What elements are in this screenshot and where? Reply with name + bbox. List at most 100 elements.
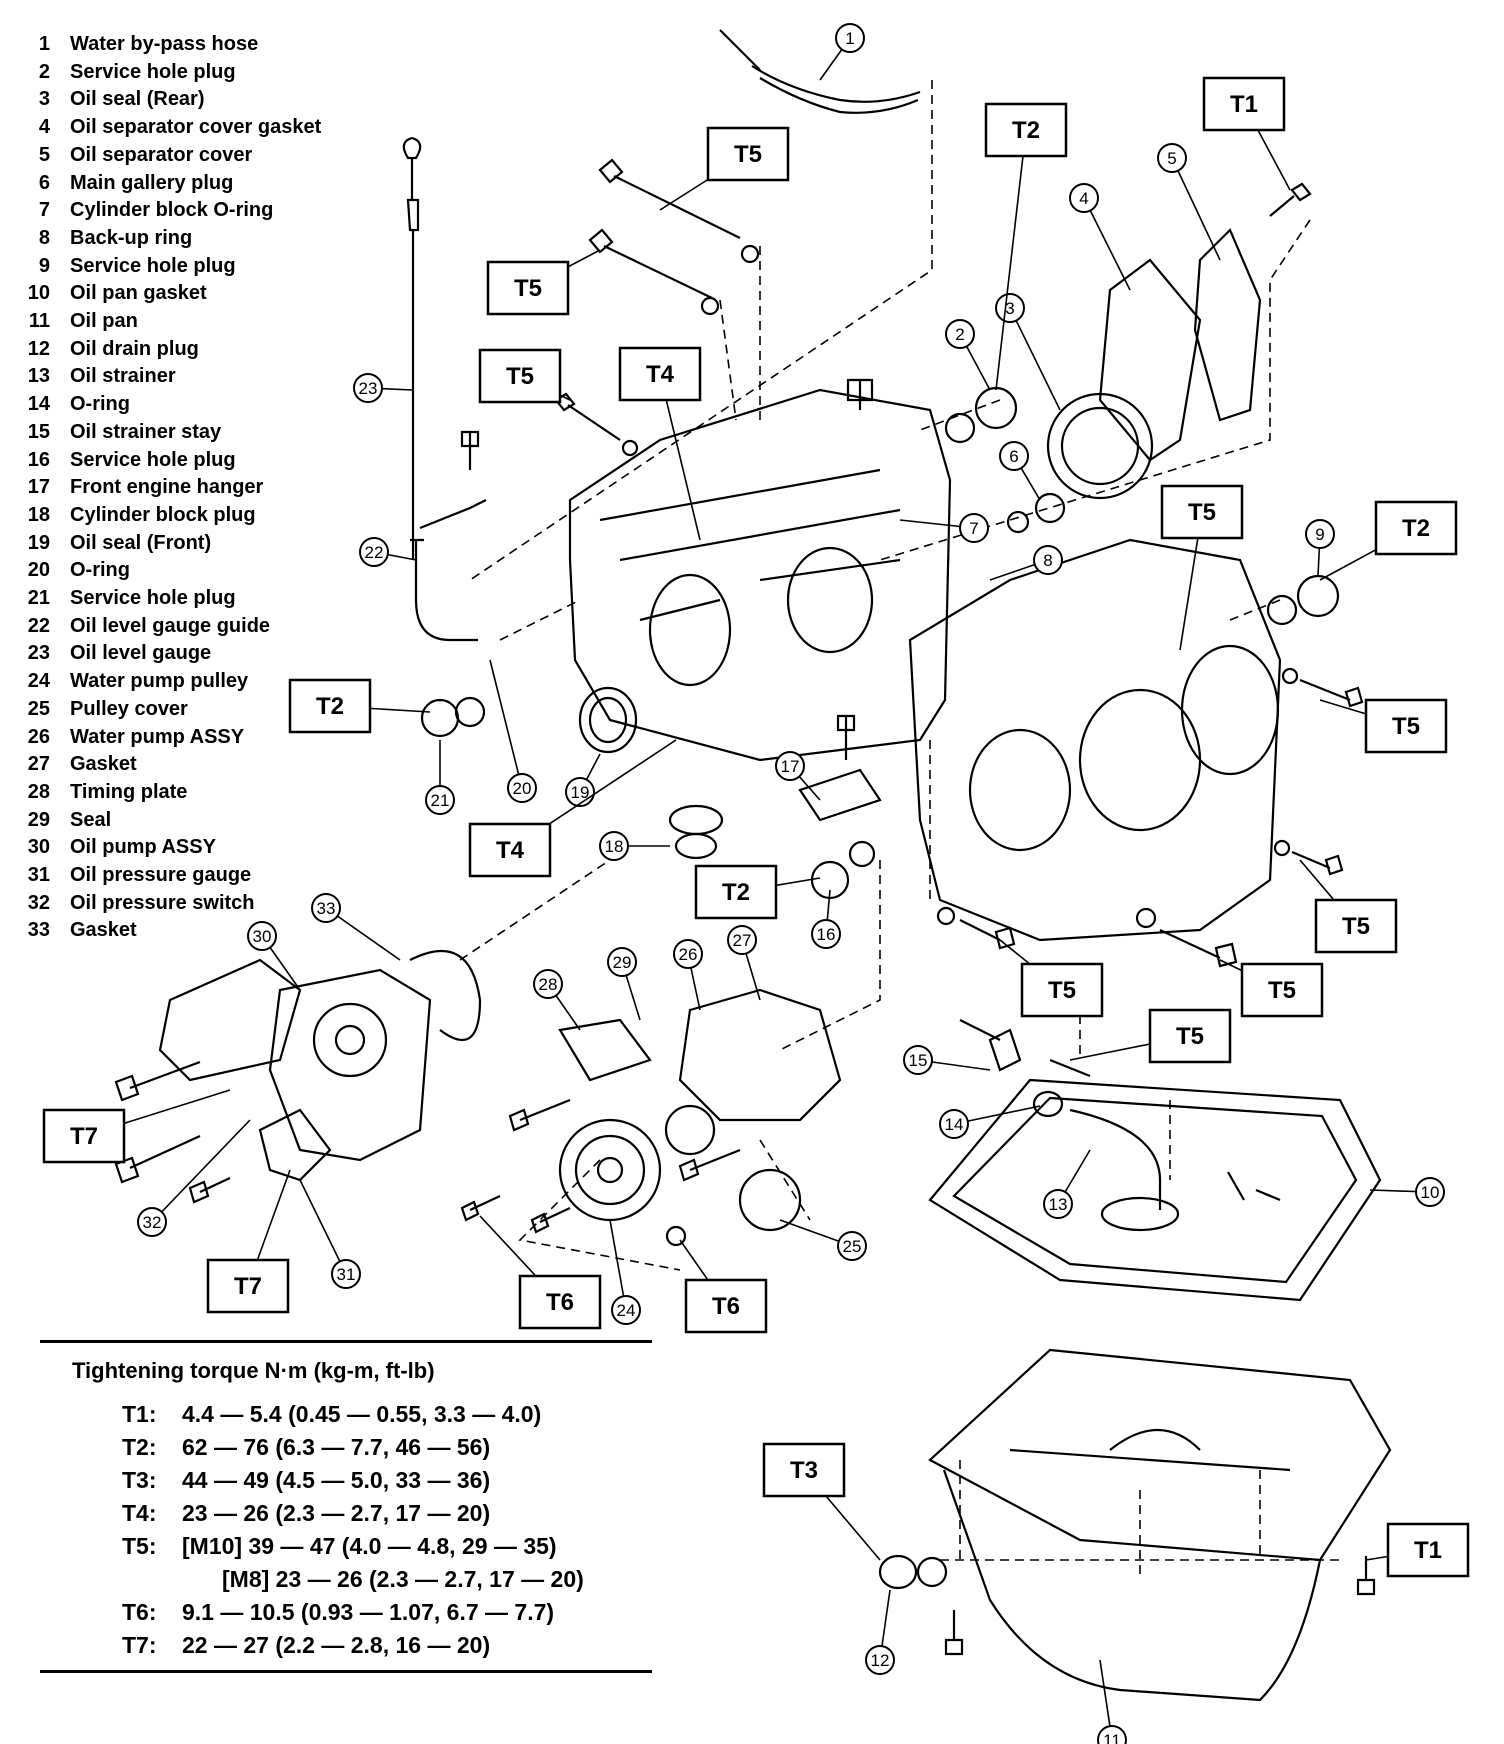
legend-part-name: Gasket [70,919,137,942]
torque-box-label: T5 [1342,913,1370,940]
part-callout: 31 [331,1259,361,1289]
callout-circle [311,893,341,923]
callout-number: 11 [1103,1731,1121,1744]
callout-circle [775,751,805,781]
callout-number: 18 [605,837,624,856]
legend-part-name: Service hole plug [70,587,236,609]
torque-box-label: T5 [734,141,762,168]
callout-circle [835,23,865,53]
torque-box-label: T2 [316,693,344,720]
torque-label-box: T1 [1202,76,1286,132]
callout-number: 15 [909,1051,928,1070]
callout-number: 13 [1049,1195,1068,1214]
torque-label-box: T2 [984,102,1068,158]
part-callout: 12 [865,1645,895,1675]
legend-part-name: Oil strainer [70,365,176,388]
callout-number: 24 [617,1301,636,1320]
torque-box-frame [206,1258,290,1314]
torque-label-box: T2 [288,678,372,734]
torque-value: 9.1 — 10.5 (0.93 — 1.07, 6.7 — 7.7) [182,1599,555,1625]
torque-box-frame [984,102,1068,158]
part-callout: 5 [1157,143,1187,173]
callout-circle [607,947,637,977]
legend-number: 12 [27,337,50,360]
callout-circle [865,1645,895,1675]
legend-number: 32 [27,891,50,914]
legend-item: 12 Oil drain plug [22,335,199,363]
callout-circle [507,773,537,803]
callout-circle [331,1259,361,1289]
torque-value: 23 — 26 (2.3 — 2.7, 17 — 20) [182,1500,491,1526]
legend-part-name: Oil drain plug [70,337,199,360]
torque-box-frame [1314,898,1398,954]
legend-part-name: Front engine hanger [70,476,264,499]
torque-value: 4.4 — 5.4 (0.45 — 0.55, 3.3 — 4.0) [182,1401,542,1427]
legend-number: 13 [27,365,50,388]
legend-part-name: Oil seal (Front) [70,531,212,554]
legend-number: 31 [27,864,50,886]
torque-label-box: T4 [618,346,702,402]
legend-part-name: Oil level gauge guide [70,614,271,637]
torque-box-label: T4 [496,837,525,864]
callout-circle [247,921,277,951]
legend-part-name: Oil pressure gauge [70,864,252,886]
leader-line [1171,157,1221,261]
legend-number: 7 [38,199,50,222]
legend-number: 24 [27,670,50,693]
torque-box-label: T5 [1188,499,1216,526]
legend-number: 26 [27,725,50,748]
torque-code: T5: [122,1533,157,1559]
legend-number: 15 [27,420,50,443]
callout-circle [1069,183,1099,213]
torque-label-box: T5 [1240,962,1324,1018]
callout-number: 3 [1005,299,1014,318]
part-callout: 18 [599,831,629,861]
callout-number: 17 [781,757,800,776]
torque-value: [M10] 39 — 47 (4.0 — 4.8, 29 — 35) [182,1533,557,1559]
torque-code: T7: [122,1632,157,1658]
torque-box-label: T6 [712,1293,740,1320]
torque-table-heading: Tightening torque N·m (kg-m, ft-lb) [72,1358,435,1383]
torque-box-label: T5 [1268,977,1296,1004]
callout-circle [359,537,389,567]
callout-number: 33 [317,899,336,918]
callout-number: 28 [539,975,558,994]
torque-label-box: T2 [694,864,778,920]
torque-box-label: T2 [1402,515,1430,542]
legend-part-name: Timing plate [70,780,188,803]
torque-label-box: T4 [468,822,552,878]
callout-circle [727,925,757,955]
part-callout: 9 [1305,519,1335,549]
torque-box-label: T7 [70,1123,98,1150]
callout-number: 31 [337,1265,356,1284]
torque-box-label: T5 [1392,713,1420,740]
torque-label-box: T7 [206,1258,290,1314]
torque-box-frame [1364,698,1448,754]
torque-code: T3: [122,1467,157,1493]
torque-leader-line [995,129,1027,391]
torque-label-box: T3 [762,1442,846,1498]
legend-number: 17 [27,476,50,499]
callout-circle [599,831,629,861]
part-callout: 16 [811,919,841,949]
callout-number: 8 [1043,551,1052,570]
legend-part-name: Back-up ring [70,226,193,249]
callout-circle [137,1207,167,1237]
leader-line [325,907,401,961]
torque-box-frame [1160,484,1244,540]
torque-box-frame [478,348,562,404]
callout-number: 27 [733,931,752,950]
